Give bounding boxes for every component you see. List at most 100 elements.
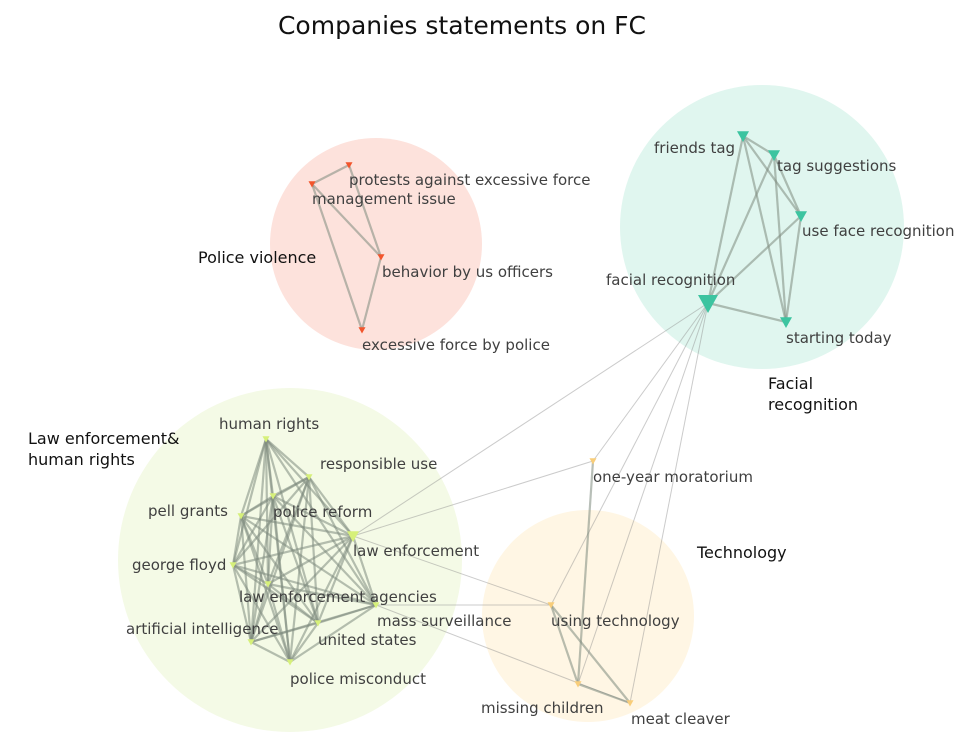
node-marker-us[interactable] [314,620,322,627]
edge-pell-ai [239,515,253,643]
edge-management-behavior [311,183,382,258]
cluster-label-line: human rights [28,450,135,469]
edge-massurv-misconduct [289,604,377,663]
node-marker-george[interactable] [229,562,237,569]
node-marker-massurv[interactable] [372,602,380,609]
clusters-layer [118,85,904,732]
edge-usingtech-meat [550,604,631,704]
edge-useface-starting [784,215,803,323]
edge-facial-missing [577,302,709,685]
node-marker-humanrights[interactable] [262,436,270,443]
node-label-massurv: mass surveillance [377,612,511,630]
edge-facial-moratorium [592,302,709,462]
node-marker-behavior[interactable] [377,254,385,261]
node-label-george: george floyd [132,556,226,574]
edges-layer [231,135,803,705]
node-label-facial: facial recognition [606,271,735,289]
node-marker-starting[interactable] [780,317,792,328]
node-label-responsible: responsible use [320,455,437,473]
node-label-lawenf: law enforcement [353,542,479,560]
node-marker-policereform[interactable] [269,493,277,500]
edge-lawenf-george [232,534,354,567]
edge-pell-policereform [240,495,274,517]
edge-policereform-massurv [272,495,377,606]
node-marker-usingtech[interactable] [547,602,555,609]
edge-humanrights-george [231,438,268,566]
edge-tagsugg-facial [706,154,776,304]
node-marker-facial[interactable] [698,295,718,313]
cluster-bubble-law-enforcement [118,388,462,732]
edge-policereform-ai [249,495,275,643]
edge-friends-facial [706,135,745,304]
node-marker-misconduct[interactable] [286,659,294,666]
edge-responsible-lawenf [308,476,354,537]
node-label-agencies: law enforcement agencies [239,588,437,606]
edge-protests-behavior [347,164,383,258]
edge-lawenf-us [316,535,355,624]
node-label-humanrights: human rights [219,415,319,433]
node-label-friends: friends tag [654,139,735,157]
cluster-label-line: Police violence [198,248,316,267]
edge-tagsugg-starting [772,154,788,323]
node-marker-responsible[interactable] [305,474,313,481]
edge-humanrights-massurv [265,438,377,606]
chart-title: Companies statements on FC [278,11,646,40]
node-label-management: management issue [312,190,456,208]
node-label-pell: pell grants [148,502,228,520]
edge-humanrights-responsible [265,438,310,478]
cluster-bubble-technology [482,510,694,722]
node-label-excessive: excessive force by police [362,336,550,354]
node-marker-agencies[interactable] [264,581,272,588]
edge-friends-starting [741,135,788,323]
edge-lawenf-misconduct [289,535,354,663]
edge-responsible-us [307,476,320,624]
edge-friends-useface [742,135,802,217]
edge-agencies-massurv [267,582,377,607]
edge-policereform-us [271,495,320,624]
edge-lawenf-moratorium [352,460,594,537]
cluster-label-law-enforcement: Law enforcement&human rights [28,429,179,469]
edge-behavior-excessive [360,256,383,331]
node-label-us: united states [318,631,417,649]
node-marker-useface[interactable] [795,211,807,222]
edge-tagsugg-useface [772,154,803,217]
edge-lawenf-facial [352,302,709,537]
node-label-ai: artificial intelligence [126,620,278,638]
node-marker-friends[interactable] [737,131,749,142]
node-marker-lawenf[interactable] [347,531,359,542]
node-label-misconduct: police misconduct [290,670,426,688]
cluster-bubble-facial-recognition [620,85,904,369]
edge-management-excessive [310,183,364,331]
edge-facial-usingtech [550,302,709,606]
edge-george-massurv [232,563,377,607]
nodes-layer [229,131,807,707]
node-label-missing: missing children [481,699,604,717]
edge-george-misconduct [232,564,291,663]
edge-lawenf-agencies [267,535,354,585]
node-marker-meat[interactable] [626,700,634,707]
node-marker-pell[interactable] [237,513,245,520]
edge-moratorium-missing [576,460,595,685]
edge-missing-meat [577,682,631,705]
edge-george-ai [231,564,253,643]
edge-agencies-us [267,583,319,624]
edge-pell-george [231,515,243,566]
node-marker-protests[interactable] [345,162,353,169]
node-marker-moratorium[interactable] [589,458,597,465]
node-label-protests: protests against excessive force [349,171,590,189]
edge-facial-starting [707,301,787,324]
edge-facial-meat [629,302,709,704]
node-label-meat: meat cleaver [631,710,731,728]
edge-useface-facial [707,215,802,304]
node-marker-tagsugg[interactable] [768,150,780,161]
node-marker-management[interactable] [308,181,316,188]
edge-agencies-ai [249,583,270,643]
node-marker-ai[interactable] [247,639,255,646]
node-marker-missing[interactable] [574,681,582,688]
edge-friends-tagsugg [742,135,775,156]
node-label-starting: starting today [786,329,892,347]
edge-responsible-policereform [272,476,310,497]
node-marker-excessive[interactable] [358,327,366,334]
